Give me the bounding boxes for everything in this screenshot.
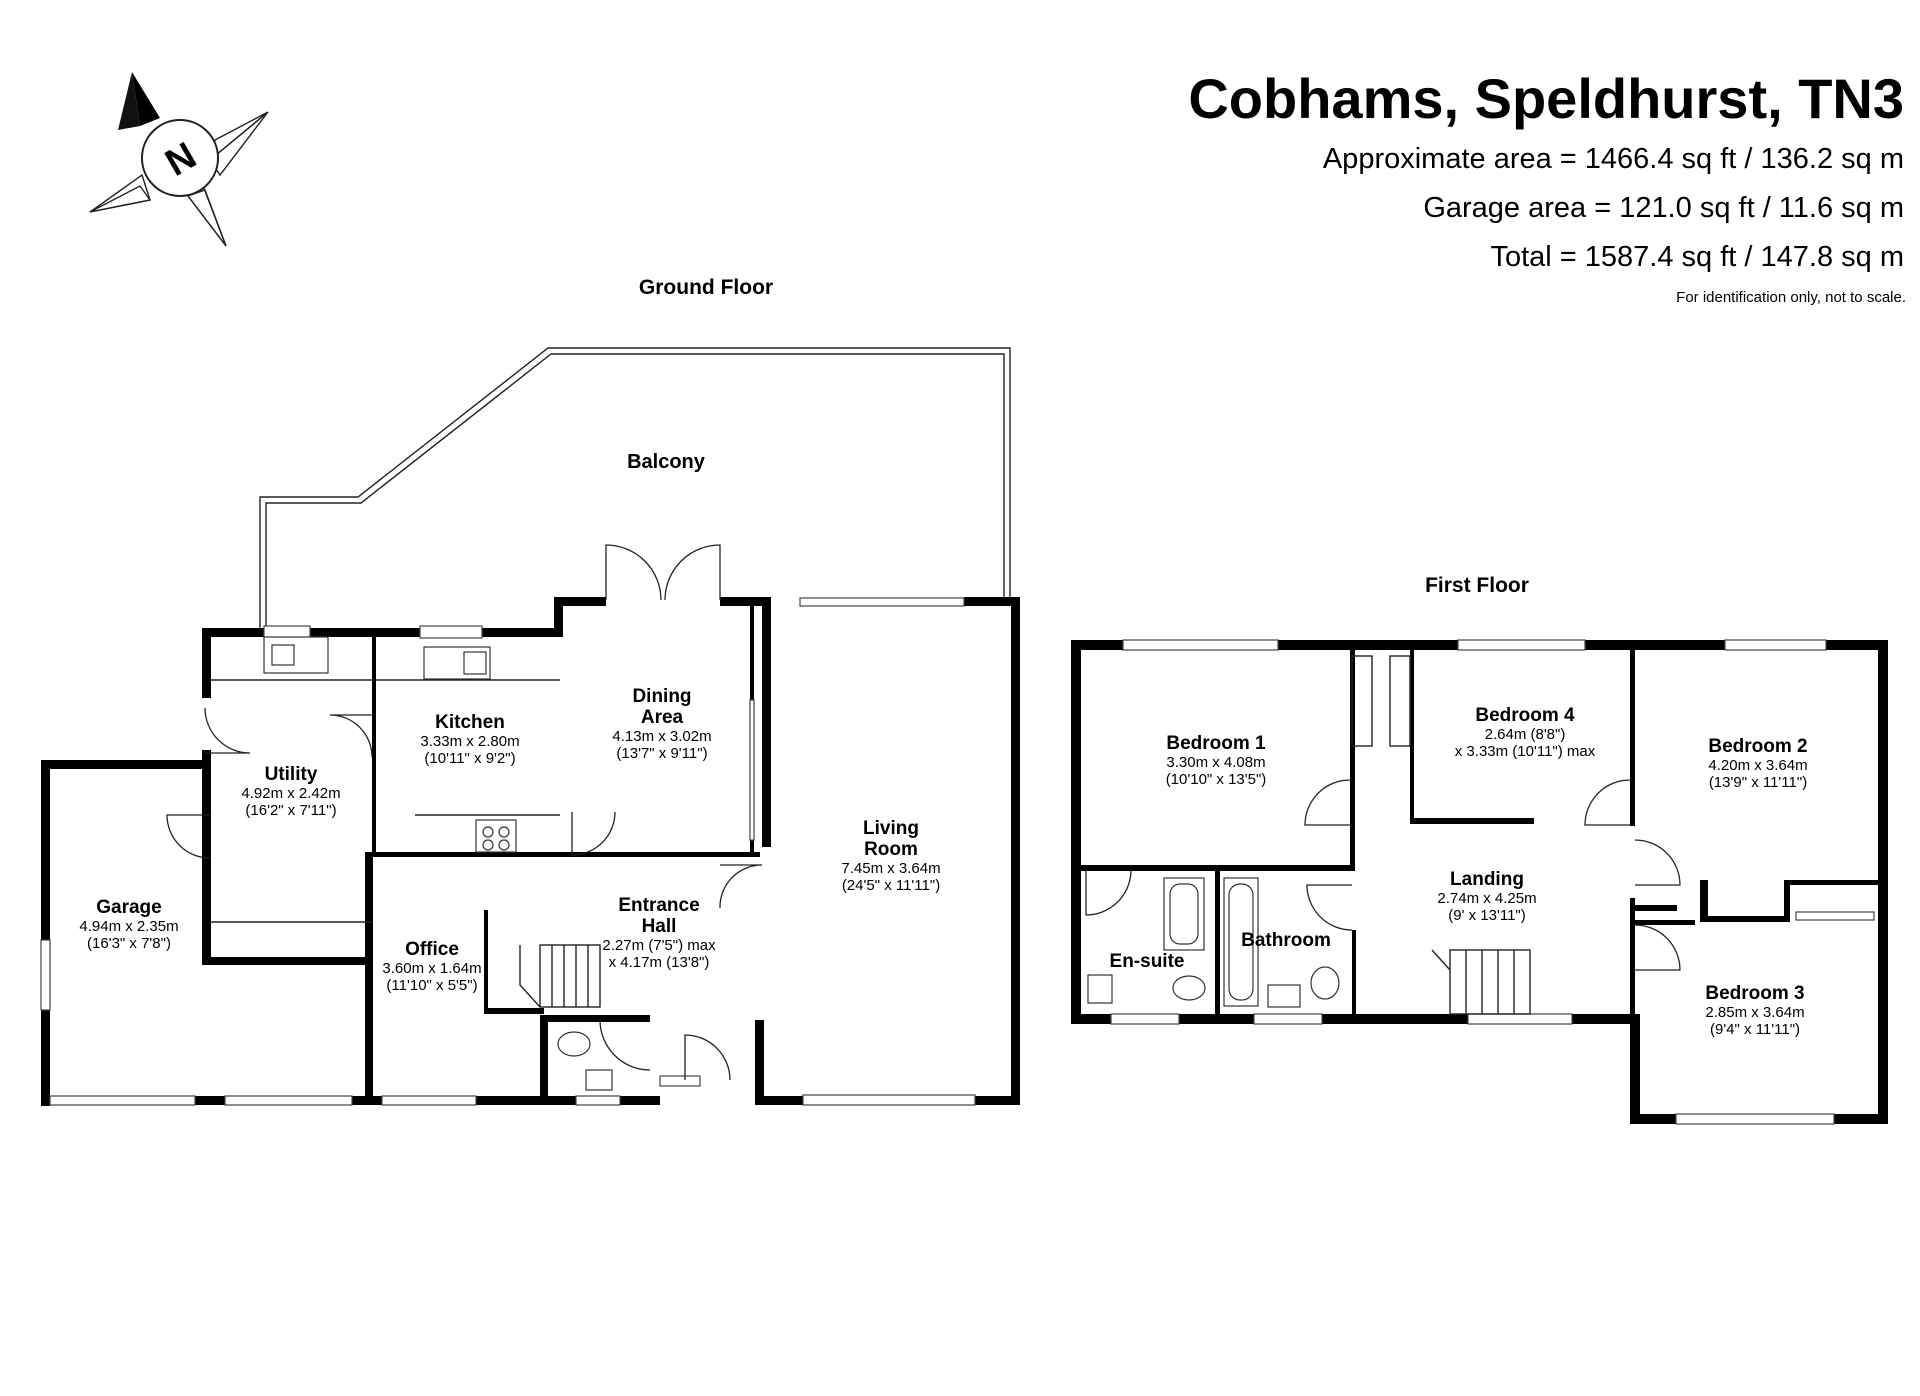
svg-text:x 4.17m (13'8"): x 4.17m (13'8") bbox=[609, 954, 710, 971]
svg-text:Living: Living bbox=[863, 818, 919, 839]
bedroom-4-label: Bedroom 4 2.64m (8'8") x 3.33m (10'11") … bbox=[1455, 705, 1596, 760]
svg-text:3.30m x 4.08m: 3.30m x 4.08m bbox=[1166, 754, 1265, 771]
svg-text:Garage: Garage bbox=[96, 897, 161, 918]
svg-text:(16'2" x 7'11"): (16'2" x 7'11") bbox=[245, 802, 336, 819]
first-floor-walls bbox=[1071, 640, 1888, 1124]
landing-label: Landing 2.74m x 4.25m (9' x 13'11") bbox=[1437, 869, 1536, 924]
en-suite-label: En-suite bbox=[1110, 951, 1185, 972]
first-floor-windows bbox=[1110, 639, 1875, 1125]
svg-text:Dining: Dining bbox=[632, 686, 691, 707]
bedroom-3-label: Bedroom 3 2.85m x 3.64m (9'4" x 11'11") bbox=[1705, 983, 1804, 1038]
svg-text:Bedroom 2: Bedroom 2 bbox=[1708, 736, 1807, 757]
svg-text:(16'3" x 7'8"): (16'3" x 7'8") bbox=[87, 935, 171, 952]
svg-text:Entrance: Entrance bbox=[618, 895, 699, 916]
ground-floor-doors bbox=[166, 544, 763, 1081]
balcony-label: Balcony bbox=[627, 451, 706, 473]
utility-label: Utility 4.92m x 2.42m (16'2" x 7'11") bbox=[241, 764, 340, 819]
svg-text:3.33m x 2.80m: 3.33m x 2.80m bbox=[420, 733, 519, 750]
bedroom-2-label: Bedroom 2 4.20m x 3.64m (13'9" x 11'11") bbox=[1708, 736, 1807, 791]
svg-text:Bedroom 1: Bedroom 1 bbox=[1166, 733, 1266, 754]
approx-area: Approximate area = 1466.4 sq ft / 136.2 … bbox=[1323, 143, 1904, 175]
svg-text:Room: Room bbox=[864, 839, 918, 860]
office-label: Office 3.60m x 1.64m (11'10" x 5'5") bbox=[382, 939, 481, 994]
svg-text:Office: Office bbox=[405, 939, 459, 960]
total-area: Total = 1587.4 sq ft / 147.8 sq m bbox=[1490, 241, 1904, 273]
svg-text:Bedroom 3: Bedroom 3 bbox=[1705, 983, 1804, 1004]
svg-text:Hall: Hall bbox=[642, 916, 677, 937]
svg-text:Area: Area bbox=[641, 707, 684, 728]
ground-floor-fixtures bbox=[211, 636, 613, 1091]
svg-text:4.92m x 2.42m: 4.92m x 2.42m bbox=[241, 785, 340, 802]
entrance-hall-label: Entrance Hall 2.27m (7'5") max x 4.17m (… bbox=[602, 895, 716, 971]
svg-text:2.64m (8'8"): 2.64m (8'8") bbox=[1485, 726, 1566, 743]
ground-floor-windows bbox=[40, 597, 976, 1106]
svg-text:7.45m x 3.64m: 7.45m x 3.64m bbox=[841, 860, 940, 877]
svg-text:(24'5" x 11'11"): (24'5" x 11'11") bbox=[842, 877, 940, 894]
garage-area: Garage area = 121.0 sq ft / 11.6 sq m bbox=[1423, 192, 1904, 224]
svg-text:(10'11" x 9'2"): (10'11" x 9'2") bbox=[424, 750, 515, 767]
balcony-outline bbox=[259, 347, 1011, 628]
ground-staircase bbox=[519, 944, 601, 1008]
svg-text:(13'9" x 11'11"): (13'9" x 11'11") bbox=[1709, 774, 1807, 791]
svg-text:3.60m x 1.64m: 3.60m x 1.64m bbox=[382, 960, 481, 977]
dining-area-label: Dining Area 4.13m x 3.02m (13'7" x 9'11"… bbox=[612, 686, 711, 762]
svg-text:2.74m x 4.25m: 2.74m x 4.25m bbox=[1437, 890, 1536, 907]
svg-text:(9' x 13'11"): (9' x 13'11") bbox=[1448, 907, 1525, 924]
first-floor-doors bbox=[1085, 655, 1681, 971]
svg-text:Bedroom 4: Bedroom 4 bbox=[1475, 705, 1575, 726]
page-title: Cobhams, Speldhurst, TN3 bbox=[1188, 67, 1904, 130]
bathroom-label: Bathroom bbox=[1241, 930, 1331, 951]
bedroom-1-label: Bedroom 1 3.30m x 4.08m (10'10" x 13'5") bbox=[1166, 733, 1267, 788]
north-compass-icon: N bbox=[89, 72, 269, 247]
svg-text:4.94m x 2.35m: 4.94m x 2.35m bbox=[79, 918, 178, 935]
svg-text:Kitchen: Kitchen bbox=[435, 712, 505, 733]
ground-floor-label: Ground Floor bbox=[639, 276, 773, 299]
kitchen-label: Kitchen 3.33m x 2.80m (10'11" x 9'2") bbox=[420, 712, 519, 767]
disclaimer: For identification only, not to scale. bbox=[1676, 289, 1906, 306]
living-room-label: Living Room 7.45m x 3.64m (24'5" x 11'11… bbox=[841, 818, 940, 894]
garage-label: Garage 4.94m x 2.35m (16'3" x 7'8") bbox=[79, 897, 178, 952]
svg-text:4.13m x 3.02m: 4.13m x 3.02m bbox=[612, 728, 711, 745]
svg-text:2.27m (7'5") max: 2.27m (7'5") max bbox=[602, 937, 716, 954]
svg-text:4.20m x 3.64m: 4.20m x 3.64m bbox=[1708, 757, 1807, 774]
svg-text:(13'7" x 9'11"): (13'7" x 9'11") bbox=[616, 745, 707, 762]
svg-text:(9'4" x 11'11"): (9'4" x 11'11") bbox=[1710, 1021, 1800, 1038]
svg-text:Landing: Landing bbox=[1450, 869, 1524, 890]
svg-text:Utility: Utility bbox=[265, 764, 318, 785]
svg-text:(10'10" x 13'5"): (10'10" x 13'5") bbox=[1166, 771, 1267, 788]
first-floor-label: First Floor bbox=[1425, 574, 1529, 597]
first-staircase bbox=[1431, 949, 1531, 1015]
svg-text:x 3.33m (10'11") max: x 3.33m (10'11") max bbox=[1455, 743, 1596, 760]
first-floor-fixtures bbox=[1087, 877, 1531, 1015]
svg-text:2.85m x 3.64m: 2.85m x 3.64m bbox=[1705, 1004, 1804, 1021]
svg-text:(11'10" x 5'5"): (11'10" x 5'5") bbox=[386, 977, 477, 994]
